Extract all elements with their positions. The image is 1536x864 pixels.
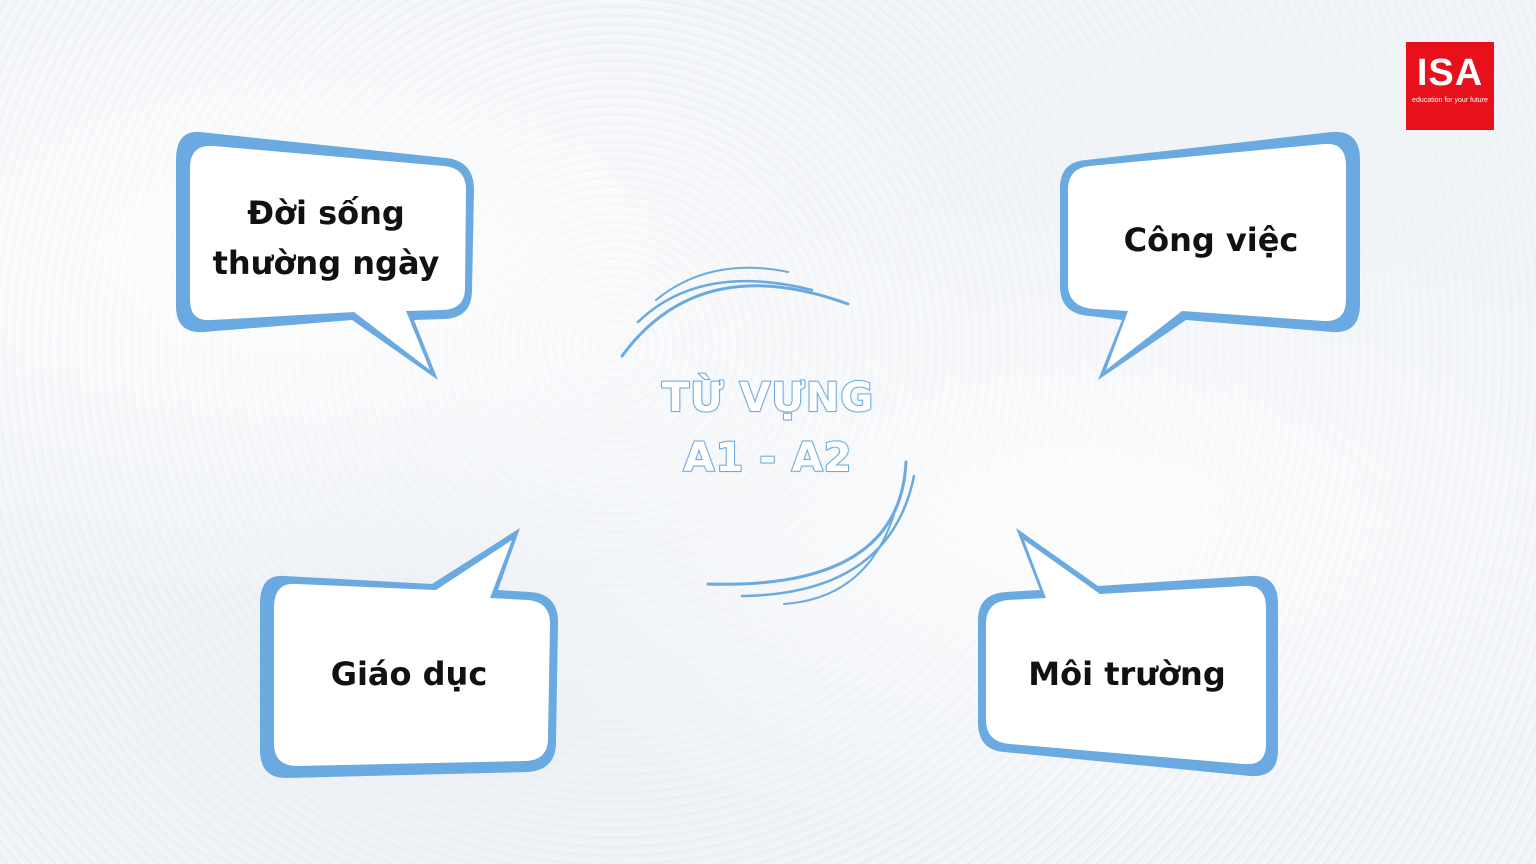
arc-top-3	[655, 266, 789, 301]
bubble-top-left-line1: Đời sống	[247, 194, 405, 232]
logo-text: ISA	[1416, 52, 1484, 94]
bubble-top-left-line2: thường ngày	[212, 244, 440, 282]
bubble-top-right-label: Công việc	[1123, 221, 1299, 259]
center-title: TỪ VỰNG A1 - A2	[618, 368, 918, 488]
isa-logo: ISA education for your future	[1406, 42, 1494, 130]
bubble-top-left-text: Đời sống thường ngày	[196, 186, 456, 290]
center-arcs	[620, 266, 916, 605]
bubble-top-right-text: Công việc	[1078, 214, 1344, 266]
arc-top-2	[636, 279, 814, 324]
arc-top-1	[620, 284, 850, 358]
bubble-bottom-right-label: Môi trường	[1028, 655, 1226, 693]
bubble-top-left-shape	[176, 131, 474, 380]
bubble-bottom-right-body	[986, 540, 1266, 765]
center-title-line1: TỪ VỰNG	[661, 374, 875, 422]
bubble-bottom-right-text: Môi trường	[996, 648, 1258, 700]
bubble-bottom-left-text: Giáo dục	[280, 648, 538, 700]
bubble-top-left-body	[190, 145, 466, 370]
logo-tagline: education for your future	[1412, 97, 1488, 104]
bubble-top-right-shape	[1060, 131, 1360, 380]
bubble-top-right-body	[1068, 143, 1346, 370]
bubble-bottom-left-shape	[260, 528, 558, 778]
bubble-bottom-left-label: Giáo dục	[330, 655, 488, 693]
center-title-line2: A1 - A2	[682, 434, 853, 482]
bubble-bottom-left-body	[274, 540, 550, 766]
arc-bottom-2	[740, 474, 916, 598]
arc-bottom-1	[706, 460, 908, 586]
bubble-bottom-right-shape	[978, 528, 1278, 777]
arc-bottom-3	[783, 507, 897, 605]
